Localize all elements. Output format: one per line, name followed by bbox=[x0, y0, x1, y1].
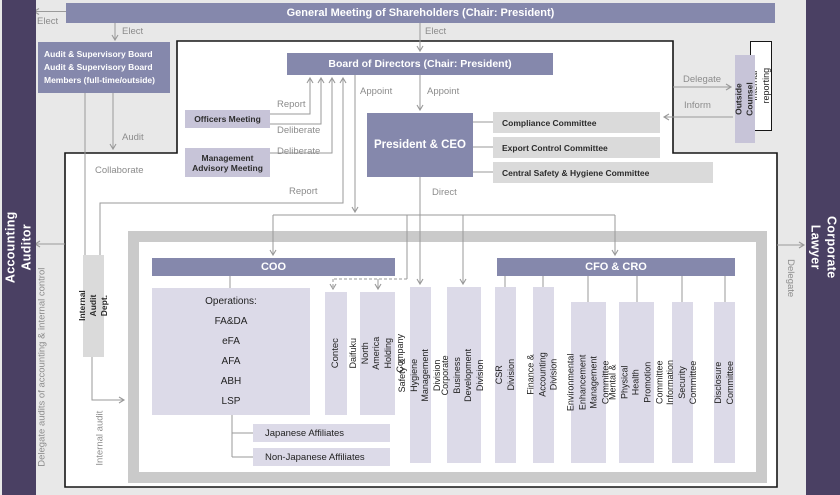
label-elect-audit-board: Elect bbox=[122, 26, 144, 37]
corporate-business-development-label: Corporate Business Development Division bbox=[440, 348, 486, 402]
label-audit: Audit bbox=[122, 132, 144, 143]
finance-accounting-division-box: Finance & Accounting Division bbox=[526, 287, 559, 463]
finance-accounting-division-label: Finance & Accounting Division bbox=[525, 352, 560, 398]
mental-physical-health-committee-label: Mental & Physical Health Promotion Commi… bbox=[607, 360, 665, 405]
management-advisory-meeting-label: Management Advisory Meeting bbox=[192, 152, 263, 173]
edge-internal-audit bbox=[91, 357, 126, 404]
internal-audit-dept-label: Internal Audit Dept. bbox=[76, 290, 110, 322]
safety-hygiene-division-box: Safety & Hygiene Management Division bbox=[397, 287, 442, 463]
board-of-directors-box: Board of Directors (Chair: President) bbox=[287, 53, 553, 75]
non-japanese-affiliates-label: Non-Japanese Affiliates bbox=[265, 451, 365, 463]
operations-label: Operations: FA&DA eFA AFA ABH LSP bbox=[205, 295, 257, 407]
coo-label: COO bbox=[260, 261, 287, 273]
information-security-committee-label: Information Security Committee bbox=[664, 359, 699, 406]
label-elect-board: Elect bbox=[425, 26, 447, 37]
label-report-officers: Report bbox=[277, 99, 306, 110]
audit-supervisory-board-box: Audit & Supervisory Board Audit & Superv… bbox=[38, 42, 170, 93]
label-deliberate-advisory: Deliberate bbox=[277, 146, 321, 157]
operations-box: Operations: FA&DA eFA AFA ABH LSP bbox=[152, 288, 310, 415]
label-collaborate: Collaborate bbox=[95, 165, 144, 176]
environmental-enhancement-committee-label: Environmental Enhancement Management Com… bbox=[565, 353, 611, 412]
label-appoint-officers: Appoint bbox=[360, 86, 393, 97]
label-delegate-counsel: Delegate bbox=[683, 74, 722, 85]
label-appoint-president: Appoint bbox=[427, 86, 460, 97]
japanese-affiliates-label: Japanese Affiliates bbox=[265, 427, 345, 439]
label-delegate-lawyer-wrap: Delegate bbox=[776, 248, 804, 308]
disclosure-committee-box: Disclosure Committee bbox=[712, 302, 735, 463]
corporate-lawyer-label: Corporate Lawyer bbox=[808, 216, 839, 279]
board-of-directors-label: Board of Directors (Chair: President) bbox=[328, 58, 512, 70]
safety-hygiene-division-label: Safety & Hygiene Management Division bbox=[397, 348, 443, 402]
president-ceo-box: President & CEO bbox=[367, 113, 473, 177]
management-advisory-meeting-box: Management Advisory Meeting bbox=[185, 148, 270, 177]
label-delegate-audits: Delegate audits of accounting & internal… bbox=[36, 267, 48, 468]
accounting-auditor-bar: Accounting Auditor bbox=[2, 0, 36, 495]
cfo-cro-bar: CFO & CRO bbox=[497, 258, 735, 276]
outside-counsel-label: Outside Counsel bbox=[733, 82, 755, 116]
president-ceo-label: President & CEO bbox=[373, 139, 467, 151]
csr-division-label: CSR Division bbox=[493, 359, 516, 391]
label-report-lower: Report bbox=[289, 186, 318, 197]
compliance-committee-label: Compliance Committee bbox=[502, 117, 597, 128]
label-delegate-lawyer: Delegate bbox=[785, 258, 797, 298]
outside-counsel-box: Outside Counsel bbox=[733, 55, 755, 143]
label-deliberate-officers: Deliberate bbox=[277, 125, 321, 136]
contec-label: Contec bbox=[329, 338, 341, 369]
contec-box: Contec bbox=[325, 292, 347, 415]
label-direct: Direct bbox=[432, 187, 457, 198]
officers-meeting-label: Officers Meeting bbox=[194, 114, 261, 124]
daifuku-na-box: Daifuku North America Holding Company bbox=[348, 292, 405, 415]
label-internal-audit-wrap: Internal audit bbox=[88, 402, 112, 474]
edge-deliberate-officers bbox=[270, 76, 325, 125]
corporate-business-development-box: Corporate Business Development Division bbox=[441, 287, 486, 463]
csr-division-box: CSR Division bbox=[493, 287, 516, 463]
export-control-committee-box: Export Control Committee bbox=[493, 137, 660, 158]
audit-supervisory-board-label: Audit & Supervisory Board Audit & Superv… bbox=[44, 49, 155, 85]
export-control-committee-label: Export Control Committee bbox=[502, 142, 608, 153]
general-meeting-banner: General Meeting of Shareholders (Chair: … bbox=[66, 3, 775, 23]
internal-audit-dept-box: Internal Audit Dept. bbox=[77, 255, 109, 357]
label-elect-left: Elect bbox=[37, 16, 59, 27]
label-inform: Inform bbox=[684, 100, 711, 111]
environmental-enhancement-committee-box: Environmental Enhancement Management Com… bbox=[565, 302, 610, 463]
edge-report-lower bbox=[99, 76, 347, 256]
corporate-lawyer-bar: Corporate Lawyer bbox=[806, 0, 840, 495]
edge-report-officers bbox=[270, 76, 314, 115]
edge-deliberate-advisory bbox=[270, 76, 336, 154]
mental-physical-health-committee-box: Mental & Physical Health Promotion Commi… bbox=[607, 302, 664, 463]
non-japanese-affiliates-box: Non-Japanese Affiliates bbox=[253, 448, 390, 466]
japanese-affiliates-box: Japanese Affiliates bbox=[253, 424, 390, 442]
edge-operations-affiliates bbox=[231, 415, 253, 458]
information-security-committee-box: Information Security Committee bbox=[665, 302, 698, 463]
label-delegate-audits-wrap: Delegate audits of accounting & internal… bbox=[28, 245, 58, 490]
coo-bar: COO bbox=[152, 258, 395, 276]
central-safety-hygiene-committee-label: Central Safety & Hygiene Committee bbox=[502, 167, 650, 178]
central-safety-hygiene-committee-box: Central Safety & Hygiene Committee bbox=[493, 162, 713, 183]
disclosure-committee-label: Disclosure Committee bbox=[712, 360, 735, 405]
label-internal-audit: Internal audit bbox=[93, 410, 105, 466]
edge-division-connectors bbox=[504, 275, 726, 302]
cfo-cro-label: CFO & CRO bbox=[585, 261, 647, 273]
edge-black-outline bbox=[64, 40, 778, 488]
compliance-committee-box: Compliance Committee bbox=[493, 112, 660, 133]
general-meeting-title: General Meeting of Shareholders (Chair: … bbox=[286, 7, 555, 19]
officers-meeting-box: Officers Meeting bbox=[185, 110, 270, 128]
edge-president-committees bbox=[473, 121, 493, 173]
